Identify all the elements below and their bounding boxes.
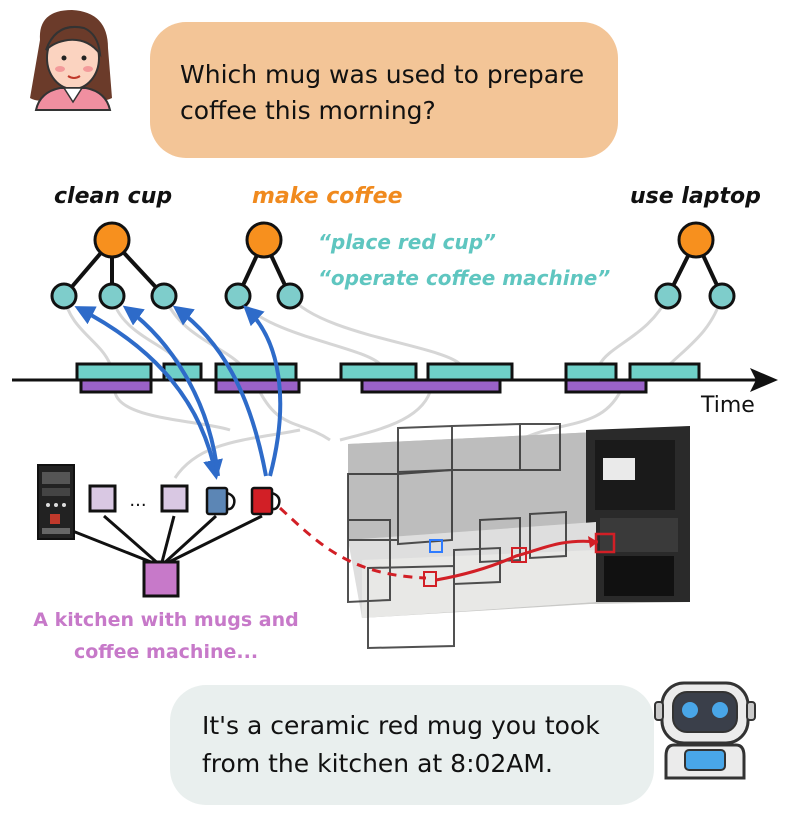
mug-action-links bbox=[74, 305, 283, 480]
scene-root-node bbox=[142, 560, 180, 598]
user-question: Which mug was used to prepare coffee thi… bbox=[180, 57, 584, 129]
object-node bbox=[160, 484, 189, 513]
scene-caption-line-2: coffee machine... bbox=[73, 641, 259, 663]
user-question-line-1: Which mug was used to prepare bbox=[180, 60, 585, 89]
scene-graph: ... bbox=[37, 464, 281, 598]
timeline-segments-purple bbox=[79, 378, 648, 394]
red-mug-dashed-link bbox=[278, 506, 427, 580]
object-node bbox=[88, 484, 117, 513]
user-question-line-2: coffee this morning? bbox=[180, 96, 436, 125]
red-mug-icon bbox=[250, 486, 281, 516]
activity-tree-use-laptop bbox=[654, 221, 736, 310]
action-node bbox=[276, 282, 304, 310]
activity-node-make-coffee bbox=[245, 221, 283, 259]
time-axis-label: Time bbox=[701, 393, 755, 418]
timeline bbox=[12, 362, 778, 394]
time-axis-arrowhead bbox=[750, 368, 778, 392]
activity-node-clean-cup bbox=[93, 221, 131, 259]
robot-answer: It's a ceramic red mug you took from the… bbox=[202, 707, 600, 783]
activity-tree-make-coffee bbox=[224, 221, 304, 310]
robot-avatar-icon bbox=[654, 681, 756, 780]
blue-mug-icon bbox=[205, 486, 236, 516]
action-node bbox=[50, 282, 78, 310]
action-node bbox=[654, 282, 682, 310]
action-label-place-red-cup: “place red cup” bbox=[318, 230, 496, 254]
action-node bbox=[224, 282, 252, 310]
scene-caption-line-1: A kitchen with mugs and bbox=[33, 609, 299, 631]
action-label-operate-coffee-machine: “operate coffee machine” bbox=[318, 266, 611, 290]
robot-answer-line-2: from the kitchen at 8:02AM. bbox=[202, 749, 553, 778]
activity-label-make-coffee: make coffee bbox=[252, 184, 403, 209]
object-ellipsis: ... bbox=[129, 490, 146, 511]
activity-label-clean-cup: clean cup bbox=[54, 184, 173, 209]
activity-tree-clean-cup bbox=[50, 221, 178, 310]
action-node bbox=[708, 282, 736, 310]
blue-mug-box bbox=[429, 539, 443, 553]
red-mug-trajectory bbox=[435, 539, 599, 582]
red-mug-box-1 bbox=[511, 547, 527, 563]
robot-answer-line-1: It's a ceramic red mug you took bbox=[202, 711, 600, 740]
robot-speech-bubble: It's a ceramic red mug you took from the… bbox=[170, 685, 654, 805]
action-node bbox=[98, 282, 126, 310]
activity-node-use-laptop bbox=[677, 221, 715, 259]
scene-caption: A kitchen with mugs and coffee machine..… bbox=[26, 604, 306, 668]
user-avatar-icon bbox=[30, 10, 112, 111]
kitchen-photo bbox=[347, 422, 690, 650]
action-node bbox=[150, 282, 178, 310]
activity-label-use-laptop: use laptop bbox=[630, 184, 761, 209]
user-speech-bubble: Which mug was used to prepare coffee thi… bbox=[150, 22, 618, 158]
coffee-machine-icon bbox=[37, 464, 75, 540]
